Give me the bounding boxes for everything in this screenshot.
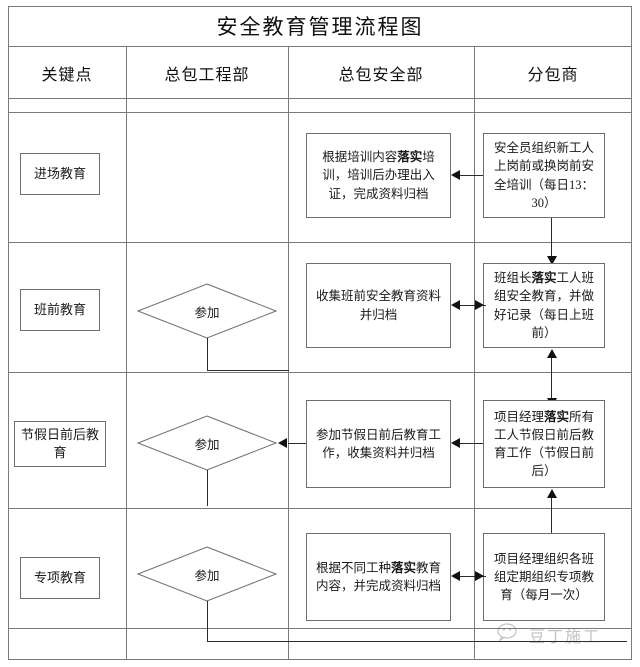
- connector-row2-arrowhead-left: [451, 300, 460, 310]
- process-box-text: 根据培训内容落实培训，培训后办理出入证，完成资料归档: [322, 150, 435, 201]
- connector-row4-horizontal: [458, 576, 486, 577]
- process-box-text: 项目经理组织各班组定期组织专项教育（每月一次）: [493, 551, 594, 603]
- process-box-safety-special-education[interactable]: 根据不同工种落实教育内容，并完成资料归档: [306, 533, 451, 621]
- key-point-box-entry-education[interactable]: 进场教育: [20, 153, 100, 195]
- column-header-gc-dept: 总包工程部: [164, 67, 250, 84]
- row-divider-2: [8, 242, 632, 243]
- decision-diamond-holiday-education[interactable]: 参加: [136, 415, 278, 471]
- column-divider-2: [288, 47, 289, 660]
- connector-row1-arrowhead: [451, 170, 460, 180]
- decision-label: 参加: [194, 568, 220, 583]
- connector-sub-r1-r2-vertical: [551, 218, 552, 258]
- process-box-text: 参加节假日前后教育工作，收集资料并归档: [315, 427, 441, 460]
- column-divider-3: [474, 47, 475, 660]
- column-divider-1: [126, 47, 127, 660]
- connector-sub-r1-r2-arrowhead: [547, 256, 557, 265]
- process-box-safety-entry-education[interactable]: 根据培训内容落实培训，培训后办理出入证，完成资料归档: [306, 133, 451, 218]
- key-point-box-preshift-education[interactable]: 班前教育: [20, 289, 100, 331]
- connector-r4-diamond-vertical: [207, 601, 208, 642]
- watermark: 豆丁施工: [497, 622, 601, 647]
- process-box-subcontractor-entry-education[interactable]: 安全员组织新工人上岗前或换岗前安全培训（每日13：30）: [483, 133, 605, 218]
- connector-row1-horizontal: [460, 175, 483, 176]
- row-divider-1: [8, 112, 632, 113]
- connector-row3-arrowhead: [451, 438, 460, 448]
- decision-label: 参加: [194, 305, 220, 320]
- chart-frame: [8, 6, 632, 660]
- connector-row4-arrowhead-left: [451, 571, 460, 581]
- row-divider-3: [8, 372, 632, 373]
- process-box-subcontractor-preshift-education[interactable]: 班组长落实工人班组安全教育，并做好记录（每日上班前）: [483, 263, 605, 348]
- connector-row2-arrowhead-right: [475, 300, 484, 310]
- connector-row3-left-arrowhead: [278, 438, 287, 448]
- process-box-text: 安全员组织新工人上岗前或换岗前安全培训（每日13：30）: [493, 141, 594, 210]
- column-header-subcontractor: 分包商: [527, 67, 579, 84]
- connector-r2-diamond-horizontal: [207, 370, 289, 371]
- connector-row4-arrowhead-right: [475, 571, 484, 581]
- decision-diamond-special-education[interactable]: 参加: [136, 546, 278, 602]
- connector-r2-diamond-vertical: [207, 338, 208, 370]
- process-box-text: 根据不同工种落实教育内容，并完成资料归档: [315, 560, 442, 593]
- connector-sub-r2-r3-arrowhead-up: [547, 349, 557, 358]
- connector-sub-r3-r4-arrowhead-up: [547, 489, 557, 498]
- connector-sub-r3-r4-vertical: [551, 496, 552, 536]
- connector-sub-r2-r3-vertical: [551, 356, 552, 400]
- wechat-bubble-icon: [497, 622, 523, 647]
- connector-r3-diamond-vertical: [207, 470, 208, 506]
- process-box-text: 项目经理落实所有工人节假日前后教育工作（节假日前后）: [493, 409, 595, 479]
- page-title: 安全教育管理流程图: [216, 15, 424, 39]
- column-header-safety-dept: 总包安全部: [338, 67, 424, 84]
- key-point-label: 节假日前后教育: [20, 427, 99, 460]
- process-box-safety-preshift-education[interactable]: 收集班前安全教育资料并归档: [306, 263, 451, 348]
- connector-row2-horizontal: [458, 305, 486, 306]
- decision-label: 参加: [194, 437, 220, 452]
- row-divider-5: [8, 628, 632, 629]
- process-box-text: 班组长落实工人班组安全教育，并做好记录（每日上班前）: [493, 271, 595, 340]
- process-box-text: 收集班前安全教育资料并归档: [315, 289, 441, 322]
- key-point-label: 进场教育: [33, 166, 86, 182]
- key-point-box-special-education[interactable]: 专项教育: [20, 557, 100, 599]
- connector-row3-horizontal: [460, 443, 483, 444]
- decision-diamond-preshift-education[interactable]: 参加: [136, 283, 278, 339]
- process-box-safety-holiday-education[interactable]: 参加节假日前后教育工作，收集资料并归档: [306, 400, 451, 488]
- column-header-key-point: 关键点: [41, 67, 93, 84]
- process-box-subcontractor-holiday-education[interactable]: 项目经理落实所有工人节假日前后教育工作（节假日前后）: [483, 400, 605, 488]
- row-divider-4: [8, 508, 632, 509]
- chart-title-row: 安全教育管理流程图: [8, 6, 632, 47]
- key-point-box-holiday-education[interactable]: 节假日前后教育: [14, 421, 106, 467]
- connector-row3-left-horizontal: [288, 443, 306, 444]
- column-header-row: 关键点 总包工程部 总包安全部 分包商: [8, 47, 632, 99]
- key-point-label: 专项教育: [33, 570, 86, 586]
- key-point-label: 班前教育: [33, 302, 86, 318]
- connector-r4-diamond-horizontal: [207, 641, 627, 642]
- watermark-text: 豆丁施工: [529, 628, 602, 646]
- process-box-subcontractor-special-education[interactable]: 项目经理组织各班组定期组织专项教育（每月一次）: [483, 533, 605, 621]
